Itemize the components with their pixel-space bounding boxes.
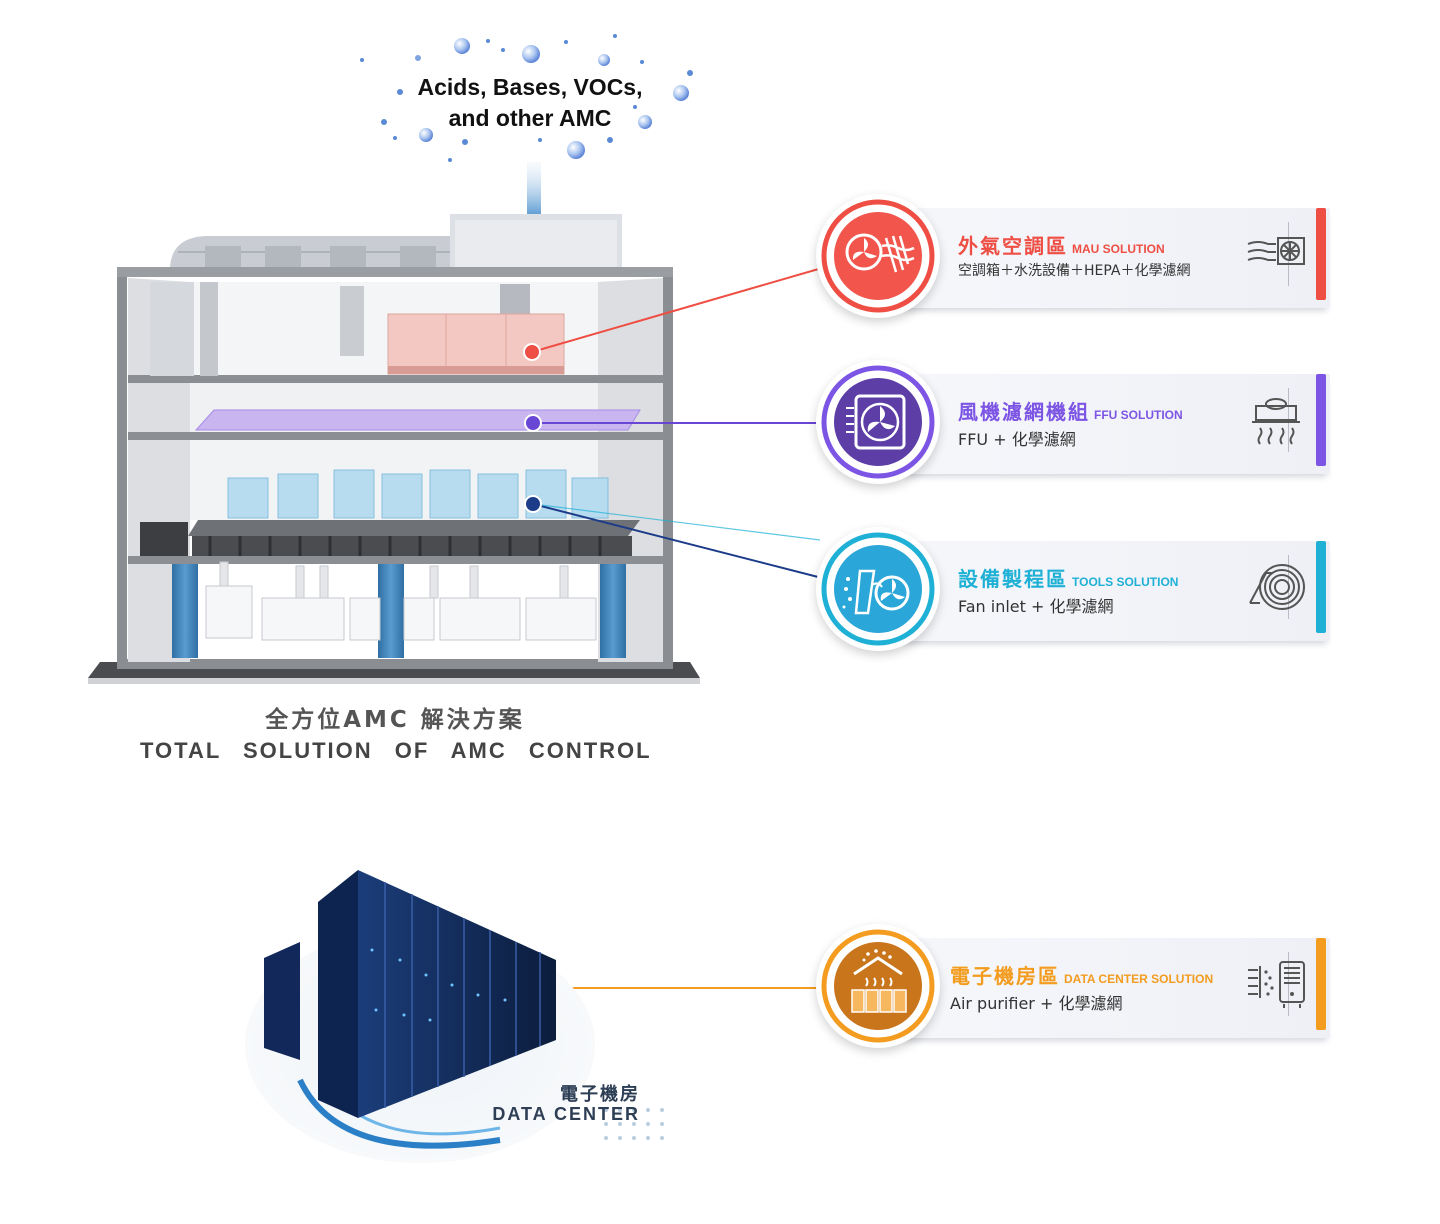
solution-card-ffu[interactable]: 風機濾網機組 FFU SOLUTION FFU + 化學濾網 [816,360,1340,484]
divider [1288,222,1289,286]
accent-stripe [1316,938,1326,1030]
fan-grille-icon[interactable] [1244,559,1308,615]
solution-description: FFU + 化學濾網 [958,430,1076,449]
datacenter-caption-en: DATA CENTER [492,1104,640,1124]
air-purifier-icon[interactable] [1244,956,1308,1012]
solution-title-en: FFU SOLUTION [1094,408,1183,422]
solution-title: 風機濾網機組 FFU SOLUTION [958,396,1183,425]
card-panel [900,541,1330,641]
solution-title-zh: 外氣空調區 [958,234,1068,258]
mau-unit [387,313,565,375]
solution-title: 外氣空調區 MAU SOLUTION [958,230,1165,259]
accent-stripe [1316,208,1326,300]
solution-card-data-center[interactable]: 電子機房區 DATA CENTER SOLUTION Air purifier +… [816,924,1340,1048]
hazard-label-line1: Acids, Bases, VOCs, [417,74,643,100]
datacenter-caption-zh: 電子機房 [560,1084,640,1105]
fab-building [88,214,700,684]
solution-description: Air purifier + 化學濾網 [950,994,1123,1013]
fan-filter-icon [816,194,940,318]
accent-stripe [1316,541,1326,633]
solution-title-en: TOOLS SOLUTION [1072,575,1179,589]
solution-title: 電子機房區 DATA CENTER SOLUTION [950,960,1213,989]
molecule-cloud [360,34,693,162]
tool-units [227,469,609,519]
solution-title-en: DATA CENTER SOLUTION [1064,972,1214,986]
fan-inlet-icon [816,527,940,651]
accent-stripe [1316,374,1326,466]
ffu-layer [194,409,641,431]
card-panel [900,938,1330,1038]
building-caption-en: TOTAL SOLUTION OF AMC CONTROL [140,738,652,763]
solution-description: 空調箱＋水洗設備＋HEPA＋化學濾網 [958,263,1191,279]
air-handler-icon[interactable] [1244,226,1308,282]
hazard-label-line2: and other AMC [448,105,612,131]
ceiling-ffu-icon[interactable] [1244,392,1308,448]
building-caption-zh: 全方位AMC 解決方案 [265,707,525,733]
solution-card-mau[interactable]: 外氣空調區 MAU SOLUTION 空調箱＋水洗設備＋HEPA＋化學濾網 [816,194,1340,318]
ffu-fan-icon [816,360,940,484]
card-panel [900,374,1330,474]
solution-title-zh: 風機濾網機組 [958,400,1090,424]
data-center-illustration [245,870,664,1163]
solution-description: Fan inlet + 化學濾網 [958,597,1114,616]
solution-card-tools[interactable]: 設備製程區 TOOLS SOLUTION Fan inlet + 化學濾網 [816,527,1340,651]
solution-title: 設備製程區 TOOLS SOLUTION [958,563,1178,592]
solution-title-en: MAU SOLUTION [1072,242,1165,256]
solution-title-zh: 電子機房區 [950,964,1060,988]
solution-title-zh: 設備製程區 [958,567,1068,591]
server-heat-icon [816,924,940,1048]
